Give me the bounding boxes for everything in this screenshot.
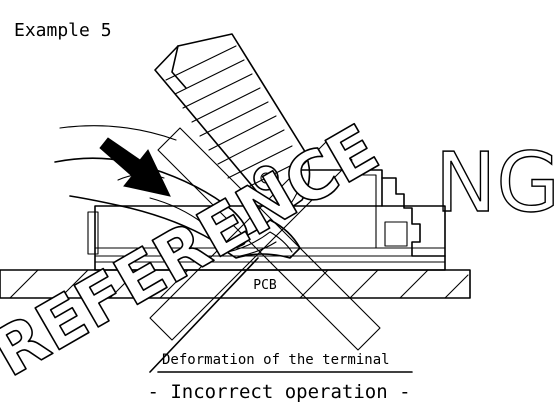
pcb-label: PCB [253,278,277,293]
caption: - Incorrect operation - [147,381,410,403]
callout-label: Deformation of the terminal [162,352,390,368]
magnifier-cross [149,127,381,351]
arrow-icon [99,137,171,197]
ng-mark: NG [434,135,559,231]
ng-label: NG [435,136,559,231]
watermark-text: REFERENCE [0,110,391,392]
connector-housing [87,169,446,271]
watermark: REFERENCE [0,109,392,393]
example-label: Example 5 [14,20,112,41]
deformation-callout: Deformation of the terminal [149,257,413,373]
actuator-lever [154,33,311,215]
